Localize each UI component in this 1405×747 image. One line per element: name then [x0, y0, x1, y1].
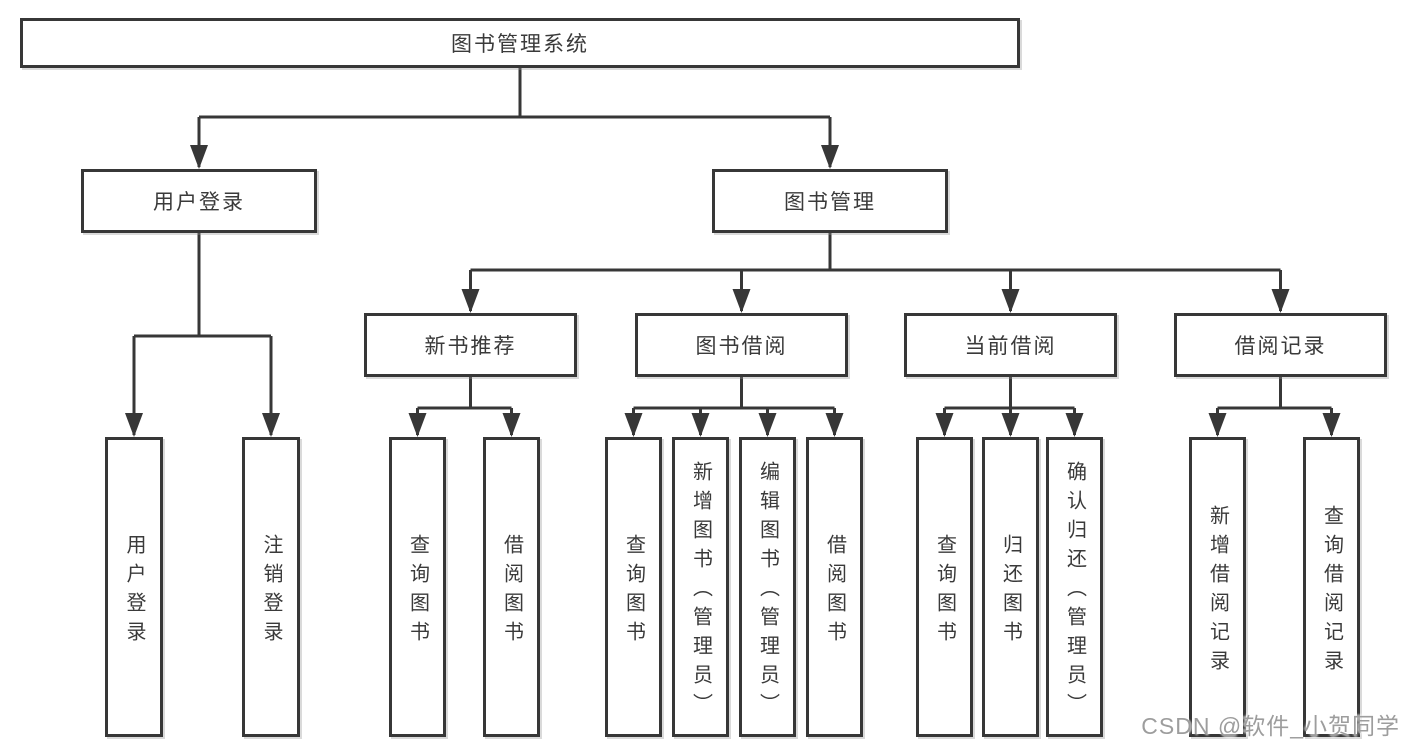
node-library-management-system: 图书管理系统: [20, 18, 1020, 68]
arrowhead-icon: [1001, 413, 1020, 437]
leaf-edit-book-admin: 编辑图书（管理员）: [739, 437, 796, 737]
arrowhead-icon: [825, 413, 844, 437]
arrowhead-icon: [624, 413, 643, 437]
arrowheads: [125, 145, 1341, 437]
node-label: 借阅记录: [1234, 335, 1327, 358]
leaf-add-book-admin: 新增图书（管理员）: [672, 437, 729, 737]
arrowhead-icon: [691, 413, 710, 437]
arrowhead-icon: [732, 289, 751, 313]
edge-user-login-to-leaves: [132, 233, 273, 435]
node-user-login: 用户登录: [81, 169, 317, 233]
leaf-label: 借阅图书: [823, 533, 846, 650]
leaf-query-books-recommend: 查询图书: [389, 437, 446, 737]
leaf-label: 新增借阅记录: [1206, 504, 1229, 679]
node-new-book-recommend: 新书推荐: [364, 313, 577, 377]
arrowhead-icon: [821, 145, 839, 169]
arrowhead-icon: [1001, 289, 1020, 313]
leaf-borrow-books-recommend: 借阅图书: [483, 437, 540, 737]
leaf-confirm-return-admin: 确认归还（管理员）: [1046, 437, 1103, 737]
node-borrow-records: 借阅记录: [1174, 313, 1387, 377]
leaf-label: 查询借阅记录: [1320, 504, 1343, 679]
leaf-return-book: 归还图书: [982, 437, 1039, 737]
node-book-management: 图书管理: [712, 169, 948, 233]
node-label: 图书管理: [784, 191, 876, 214]
arrowhead-icon: [758, 413, 777, 437]
node-label: 图书管理系统: [451, 33, 589, 56]
leaf-logout: 注销登录: [242, 437, 300, 737]
arrowhead-icon: [190, 145, 208, 169]
arrowhead-icon: [1271, 289, 1290, 313]
leaf-borrow-books: 借阅图书: [806, 437, 863, 737]
leaf-query-books-current: 查询图书: [916, 437, 973, 737]
leaf-user-login: 用户登录: [105, 437, 163, 737]
node-label: 图书借阅: [695, 335, 788, 358]
arrowhead-icon: [461, 289, 480, 313]
leaf-label: 查询图书: [406, 533, 429, 650]
csdn-watermark: CSDN @软件_小贺同学: [1141, 713, 1400, 739]
leaf-label: 借阅图书: [500, 533, 523, 650]
arrowhead-icon: [408, 413, 427, 437]
edge-book-management-to-level3: [469, 233, 1282, 311]
leaf-label: 查询图书: [622, 533, 645, 650]
leaf-query-borrow-record: 查询借阅记录: [1303, 437, 1360, 737]
arrowhead-icon: [1322, 413, 1341, 437]
arrowhead-icon: [1208, 413, 1227, 437]
leaf-add-borrow-record: 新增借阅记录: [1189, 437, 1246, 737]
node-label: 新书推荐: [424, 335, 517, 358]
leaf-label: 用户登录: [123, 533, 145, 650]
leaf-label: 确认归还（管理员）: [1063, 461, 1086, 722]
leaf-label: 编辑图书（管理员）: [756, 461, 779, 722]
leaf-label: 新增图书（管理员）: [689, 461, 712, 722]
edge-book-borrow-to-leaves: [632, 377, 836, 435]
arrowhead-icon: [935, 413, 954, 437]
node-label: 用户登录: [153, 191, 245, 214]
arrowhead-icon: [1065, 413, 1084, 437]
node-label: 当前借阅: [964, 335, 1057, 358]
node-current-borrow: 当前借阅: [904, 313, 1117, 377]
leaf-query-books-borrow: 查询图书: [605, 437, 662, 737]
node-book-borrow: 图书借阅: [635, 313, 848, 377]
arrowhead-icon: [262, 413, 280, 437]
edge-root-to-level2: [197, 68, 832, 167]
edge-borrow-records-to-leaves: [1216, 377, 1333, 435]
leaf-label: 查询图书: [933, 533, 956, 650]
leaf-label: 归还图书: [999, 533, 1022, 650]
arrowhead-icon: [125, 413, 143, 437]
arrowhead-icon: [502, 413, 521, 437]
edge-new-book-recommend-to-leaves: [416, 377, 513, 435]
leaf-label: 注销登录: [260, 533, 282, 650]
